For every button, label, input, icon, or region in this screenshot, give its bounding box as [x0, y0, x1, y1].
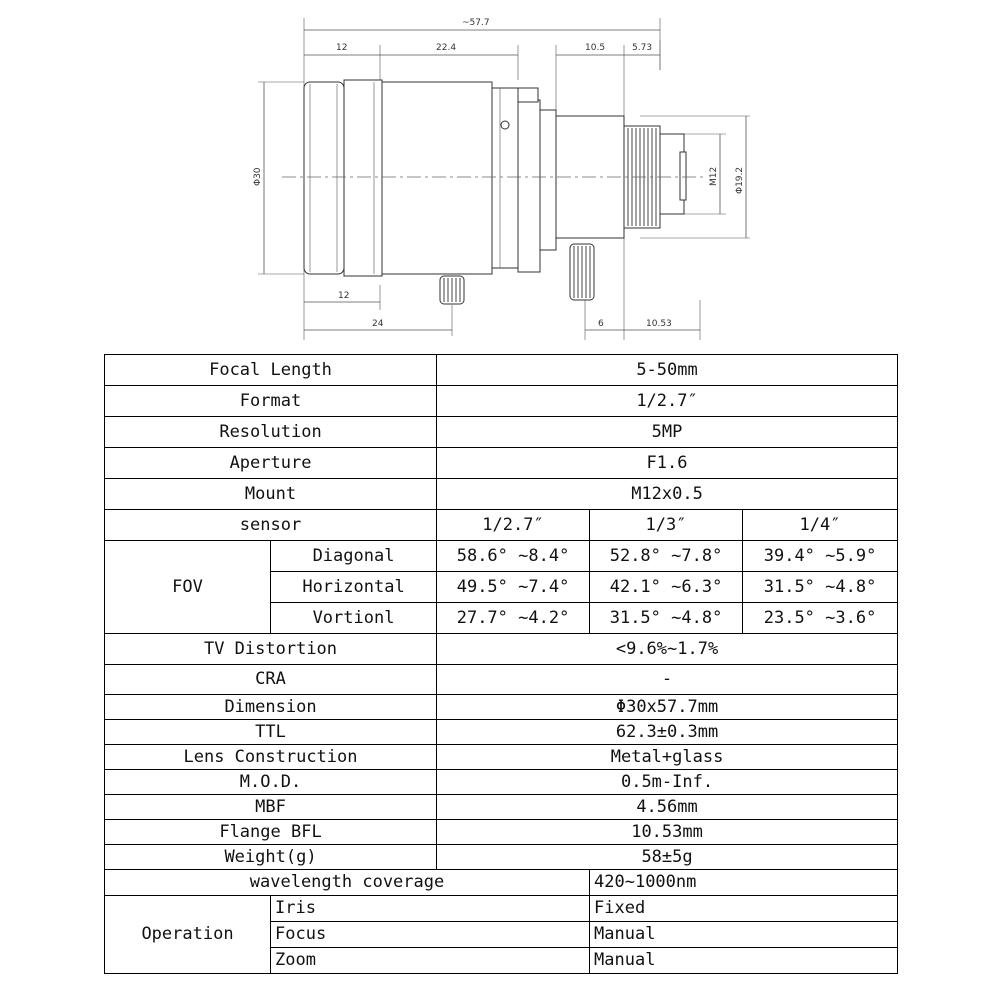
dim-phi19-2: Φ19.2: [735, 167, 745, 194]
label-wavelength: wavelength coverage: [103, 869, 591, 896]
row-mbf: MBF 4.56mm: [103, 794, 899, 820]
sensor-col-1: 1/2.7″: [436, 509, 591, 541]
label-sensor: sensor: [103, 509, 438, 541]
operation-iris-value: Fixed: [589, 895, 899, 922]
fov-diagonal-label: Diagonal: [269, 540, 438, 572]
fov-diagonal-1: 58.6° ~8.4°: [436, 540, 591, 572]
row-sensor: sensor 1/2.7″ 1/3″ 1/4″: [103, 509, 899, 541]
dim-12-bottom: 12: [338, 291, 349, 301]
row-lens-construction: Lens Construction Metal+glass: [103, 744, 899, 770]
label-mount: Mount: [103, 478, 438, 510]
fov-vertical-label: Vortionl: [269, 602, 438, 634]
operation-iris-label: Iris: [269, 895, 591, 922]
value-mod: 0.5m-Inf.: [436, 769, 899, 795]
value-cra: -: [436, 664, 899, 695]
value-tv-distortion: <9.6%~1.7%: [436, 633, 899, 665]
value-weight: 58±5g: [436, 844, 899, 870]
fov-diagonal-3: 39.4° ~5.9°: [742, 540, 899, 572]
sensor-col-2: 1/3″: [589, 509, 744, 541]
label-lens-construction: Lens Construction: [103, 744, 438, 770]
label-tv-distortion: TV Distortion: [103, 633, 438, 665]
label-ttl: TTL: [103, 719, 438, 745]
row-mount: Mount M12x0.5: [103, 478, 899, 510]
row-resolution: Resolution 5MP: [103, 416, 899, 448]
lens-dimension-drawing: ~57.7 12 22.4 10.5 5.73 12 24 6 10.53 Φ3…: [253, 18, 750, 340]
row-weight: Weight(g) 58±5g: [103, 844, 899, 870]
label-dimension: Dimension: [103, 694, 438, 720]
row-cra: CRA -: [103, 664, 899, 695]
row-dimension: Dimension Φ30x57.7mm: [103, 694, 899, 720]
dim-10-53: 10.53: [646, 319, 672, 329]
label-aperture: Aperture: [103, 447, 438, 479]
value-focal-length: 5-50mm: [436, 354, 899, 386]
row-operation-zoom: Zoom Manual: [105, 947, 899, 974]
dim-phi30: Φ30: [253, 167, 263, 186]
row-format: Format 1/2.7″: [103, 385, 899, 417]
label-focal-length: Focal Length: [103, 354, 438, 386]
dim-22-4: 22.4: [436, 43, 456, 53]
value-wavelength: 420~1000nm: [589, 869, 899, 896]
row-fov-horizontal: Horizontal 49.5° ~7.4° 42.1° ~6.3° 31.5°…: [105, 571, 899, 603]
operation-focus-label: Focus: [269, 921, 591, 948]
label-fov: FOV: [104, 540, 271, 634]
row-mod: M.O.D. 0.5m-Inf.: [103, 769, 899, 795]
value-aperture: F1.6: [436, 447, 899, 479]
value-lens-construction: Metal+glass: [436, 744, 899, 770]
fov-horizontal-label: Horizontal: [269, 571, 438, 603]
operation-zoom-label: Zoom: [269, 947, 591, 974]
label-mbf: MBF: [103, 794, 438, 820]
row-operation-focus: Focus Manual: [105, 921, 899, 948]
value-dimension: Φ30x57.7mm: [436, 694, 899, 720]
dim-6: 6: [598, 319, 604, 329]
operation-focus-value: Manual: [589, 921, 899, 948]
fov-horizontal-3: 31.5° ~4.8°: [742, 571, 899, 603]
dim-5-73: 5.73: [632, 43, 652, 53]
label-operation: Operation: [104, 895, 271, 974]
label-mod: M.O.D.: [103, 769, 438, 795]
dim-overall-length: ~57.7: [462, 18, 490, 28]
operation-zoom-value: Manual: [589, 947, 899, 974]
row-fov-vertical: Vortionl 27.7° ~4.2° 31.5° ~4.8° 23.5° ~…: [105, 602, 899, 634]
fov-diagonal-2: 52.8° ~7.8°: [589, 540, 744, 572]
row-fov-diagonal: FOV Diagonal 58.6° ~8.4° 52.8° ~7.8° 39.…: [104, 540, 899, 634]
row-wavelength: wavelength coverage 420~1000nm: [103, 869, 899, 896]
value-mount: M12x0.5: [436, 478, 899, 510]
row-aperture: Aperture F1.6: [103, 447, 899, 479]
fov-horizontal-2: 42.1° ~6.3°: [589, 571, 744, 603]
row-operation-iris: Operation Iris Fixed: [104, 895, 899, 974]
value-ttl: 62.3±0.3mm: [436, 719, 899, 745]
spec-table: Focal Length 5-50mm Format 1/2.7″ Resolu…: [103, 354, 899, 974]
value-format: 1/2.7″: [436, 385, 899, 417]
dim-m12: M12: [709, 167, 719, 186]
label-flange-bfl: Flange BFL: [103, 819, 438, 845]
sensor-col-3: 1/4″: [742, 509, 899, 541]
label-format: Format: [103, 385, 438, 417]
row-tv-distortion: TV Distortion <9.6%~1.7%: [103, 633, 899, 665]
label-cra: CRA: [103, 664, 438, 695]
value-flange-bfl: 10.53mm: [436, 819, 899, 845]
label-weight: Weight(g): [103, 844, 438, 870]
value-mbf: 4.56mm: [436, 794, 899, 820]
fov-vertical-1: 27.7° ~4.2°: [436, 602, 591, 634]
lens-outline: [303, 79, 687, 305]
dim-10-5: 10.5: [585, 43, 605, 53]
label-resolution: Resolution: [103, 416, 438, 448]
row-focal-length: Focal Length 5-50mm: [103, 354, 899, 386]
fov-vertical-3: 23.5° ~3.6°: [742, 602, 899, 634]
dim-12-top: 12: [336, 43, 347, 53]
row-flange-bfl: Flange BFL 10.53mm: [103, 819, 899, 845]
fov-vertical-2: 31.5° ~4.8°: [589, 602, 744, 634]
dim-24: 24: [372, 319, 384, 329]
value-resolution: 5MP: [436, 416, 899, 448]
fov-horizontal-1: 49.5° ~7.4°: [436, 571, 591, 603]
row-ttl: TTL 62.3±0.3mm: [103, 719, 899, 745]
